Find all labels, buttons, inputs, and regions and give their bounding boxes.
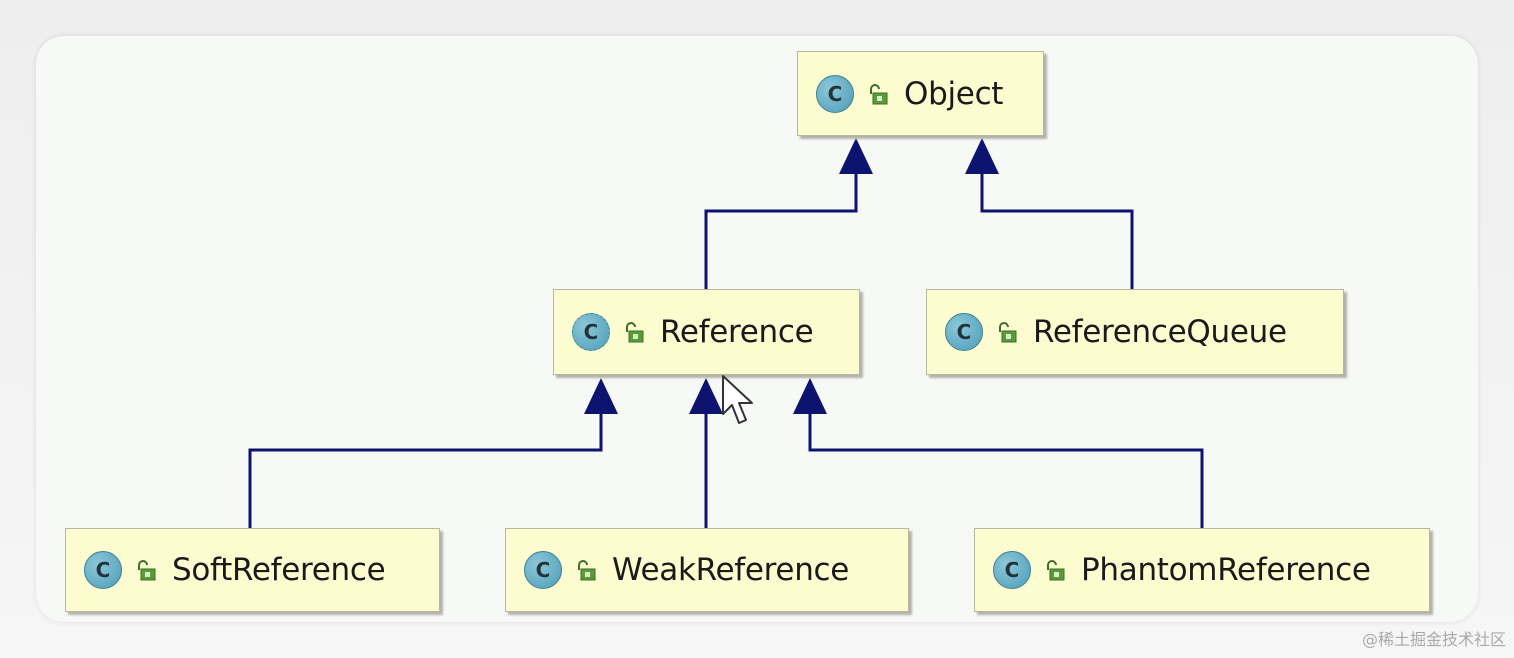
- edge-reference-to-object: [704, 172, 858, 290]
- lock-open-icon: [626, 322, 644, 343]
- arrowhead-reference-right: [793, 378, 827, 414]
- node-object[interactable]: C Object: [797, 51, 1044, 136]
- class-icon: C: [993, 551, 1031, 589]
- lock-open-icon: [138, 560, 156, 581]
- lock-open-icon: [1047, 560, 1065, 581]
- node-label: Object: [904, 75, 1004, 112]
- watermark: @稀土掘金技术社区: [1361, 630, 1506, 649]
- lock-open-icon: [870, 83, 888, 104]
- node-reference-queue[interactable]: C ReferenceQueue: [926, 289, 1344, 375]
- mouse-cursor-icon: [722, 375, 753, 424]
- arrowhead-reference-middle: [689, 378, 723, 414]
- class-icon: C: [524, 551, 562, 589]
- arrowhead-object-left: [839, 138, 873, 174]
- edge-referencequeue-to-object: [980, 172, 1134, 290]
- arrowhead-reference-left: [584, 378, 618, 414]
- node-soft-reference[interactable]: C SoftReference: [65, 528, 440, 612]
- node-label: WeakReference: [612, 552, 850, 588]
- edge-softreference-to-reference: [248, 412, 603, 528]
- lock-open-icon: [999, 322, 1017, 343]
- node-phantom-reference[interactable]: C PhantomReference: [974, 528, 1430, 612]
- node-weak-reference[interactable]: C WeakReference: [505, 528, 909, 612]
- abstract-class-icon: C: [572, 313, 610, 351]
- edge-phantomreference-to-reference: [808, 412, 1204, 528]
- node-label: PhantomReference: [1081, 552, 1371, 588]
- class-icon: C: [816, 74, 854, 113]
- node-label: ReferenceQueue: [1033, 314, 1287, 350]
- class-icon: C: [84, 551, 122, 589]
- lock-open-icon: [578, 560, 596, 581]
- node-label: Reference: [660, 314, 814, 350]
- node-label: SoftReference: [172, 552, 386, 588]
- class-icon: C: [945, 313, 983, 351]
- arrowhead-object-right: [965, 138, 999, 174]
- node-reference[interactable]: C Reference: [553, 289, 860, 375]
